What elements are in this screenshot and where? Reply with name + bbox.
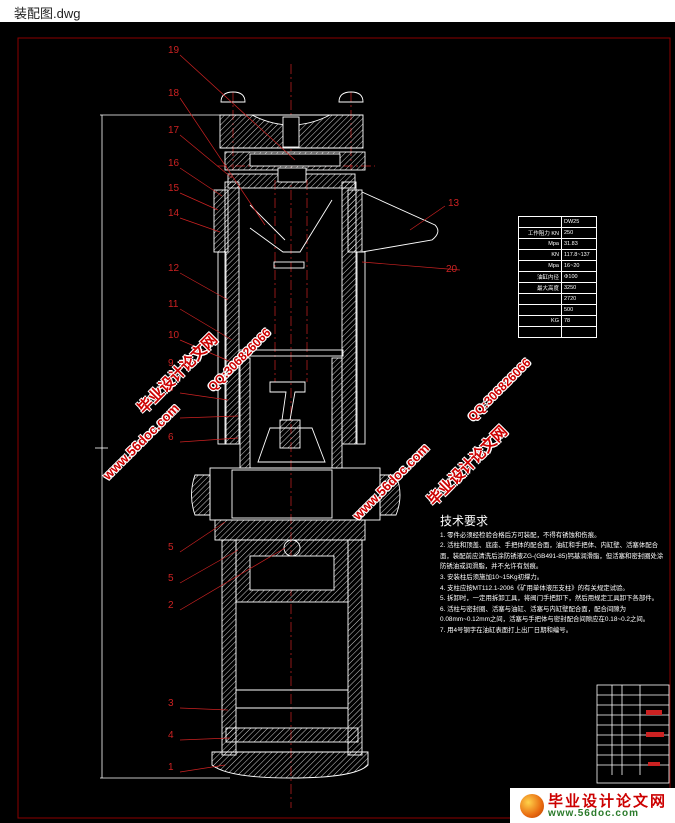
part-label: 5 [168, 573, 174, 584]
spec-value: 16~20 [561, 260, 597, 272]
part-label: 17 [168, 125, 180, 136]
spec-key: 油缸内径 [518, 271, 562, 283]
spec-value: 250 [561, 227, 597, 239]
part-label: 5 [168, 542, 174, 553]
spec-key: KG [518, 315, 562, 327]
spec-value: DW25 [561, 216, 597, 228]
part-label: 7 [168, 408, 174, 419]
handle-part-13 [361, 191, 439, 253]
logo-cn: 毕业设计论文网 [548, 793, 668, 810]
spec-key [518, 304, 562, 316]
spec-row [518, 326, 597, 338]
part-labels: 19 18 17 16 15 14 12 11 10 9 8 7 6 5 5 2… [168, 45, 460, 773]
spec-value: 31.83 [561, 238, 597, 250]
logo-url: www.56doc.com [548, 808, 639, 819]
drawing-canvas[interactable]: 19 18 17 16 15 14 12 11 10 9 8 7 6 5 5 2… [0, 22, 675, 823]
part-label: 8 [168, 383, 174, 394]
top-cap [219, 91, 366, 189]
tech-item: 3. 安装柱后须施加10~15Kg初撑力。 [440, 573, 544, 581]
tech-item: 1. 零件必须经检验合格后方可装配，不得有锈蚀和伤痕。 [440, 531, 601, 539]
part-label: 11 [168, 299, 179, 310]
part-label: 12 [168, 263, 180, 274]
spec-key: KN [518, 249, 562, 261]
spec-row: 500 [518, 304, 597, 316]
spec-value: Φ100 [561, 271, 597, 283]
spec-value: 2720 [561, 293, 597, 305]
spec-value [561, 326, 597, 338]
height-dimension [95, 114, 230, 779]
spec-row: 2720 [518, 293, 597, 305]
file-name: 装配图.dwg [14, 6, 81, 21]
spec-value: 3250 [561, 282, 597, 294]
spec-key: 最大高度 [518, 282, 562, 294]
spec-key: Mpa [518, 238, 562, 250]
part-label: 9 [168, 358, 174, 369]
tech-item: 4. 支柱应按MT112.1-2006《矿用单体液压支柱》的有关规定试验。 [440, 584, 629, 592]
part-label: 16 [168, 158, 180, 169]
part-label: 4 [168, 730, 174, 741]
part-label: 18 [168, 88, 180, 99]
lower-cylinder [211, 539, 369, 779]
part-label: 3 [168, 698, 174, 709]
part-label: 2 [168, 600, 174, 611]
drawing-frame [17, 37, 671, 819]
leader-lines [179, 54, 461, 773]
spec-value: 78 [561, 315, 597, 327]
part-label: 6 [168, 432, 174, 443]
spec-key: 工作阻力 KN [518, 227, 562, 239]
part-label: 1 [168, 762, 174, 773]
part-label: 13 [448, 198, 460, 209]
tech-item: 6. 活柱与密封圈、活塞与油缸、活塞与内缸壁配合面，配合间隙为0.08mm~0.… [440, 605, 650, 624]
technical-requirements: 技术要求 1. 零件必须经检验合格后方可装配，不得有锈蚀和伤痕。 2. 活柱和顶… [440, 514, 665, 637]
logo-ball-icon [520, 794, 544, 818]
outer-cylinder [213, 181, 366, 469]
tech-item: 2. 活柱和顶盖、底座、手把体的配合面，油缸和手把体、内缸壁、活塞体配合面，装配… [440, 542, 664, 571]
part-label: 19 [168, 45, 180, 56]
spec-row: DW25 [518, 216, 597, 228]
part-label: 20 [446, 264, 458, 275]
part-label: 15 [168, 183, 180, 194]
assembly-drawing: 19 18 17 16 15 14 12 11 10 9 8 7 6 5 5 2… [17, 37, 671, 819]
title-block [596, 684, 670, 784]
title-bar: 装配图.dwg [0, 0, 675, 22]
part-label: 10 [168, 330, 180, 341]
tech-item: 7. 用4号钢字在油缸表面打上出厂日期和编号。 [440, 626, 573, 634]
site-logo: 毕业设计论文网 www.56doc.com [510, 788, 675, 823]
tech-item: 5. 拆卸时，一定用拆卸工具，将阀门手把卸下，然后用规定工具卸下各部件。 [440, 595, 658, 603]
part-label: 14 [168, 208, 180, 219]
spec-value: 500 [561, 304, 597, 316]
spec-key: Mpa [518, 260, 562, 272]
spec-key [518, 326, 562, 338]
spec-value: 117.8~137 [561, 249, 597, 261]
spec-key [518, 216, 562, 228]
spec-key [518, 293, 562, 305]
tech-title: 技术要求 [440, 514, 489, 528]
